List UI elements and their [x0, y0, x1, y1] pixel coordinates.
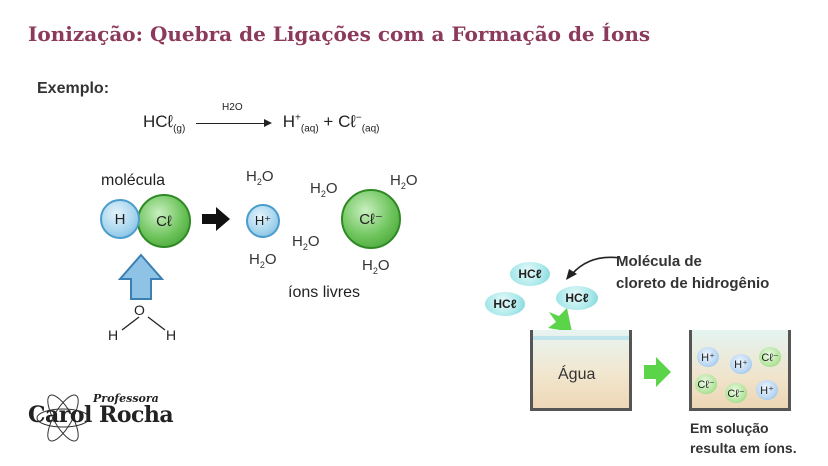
molecule-note: Molécula de cloreto de hidrogênio [616, 253, 770, 292]
water-molecule-bonds [121, 316, 166, 331]
result-caption: Em solução resulta em íons. [690, 420, 797, 456]
solution-ion: Cℓ⁻ [759, 347, 781, 367]
pointer-arrow-icon [566, 256, 621, 280]
hydrogen-atom: H [100, 199, 140, 239]
eq-product1: H [282, 112, 296, 131]
example-label: Exemplo: [37, 80, 110, 97]
eq-product2: Cℓ [338, 112, 356, 131]
solution-ion: H⁺ [730, 354, 752, 374]
logo-subtitle: Professora [93, 392, 159, 405]
solution-ion: H⁺ [756, 380, 778, 400]
water-label: H2O [246, 168, 274, 187]
solution-ion: H⁺ [697, 347, 719, 367]
green-down-arrow-icon [548, 308, 572, 332]
water-label: H2O [249, 251, 277, 270]
chlorine-atom: Cℓ [137, 194, 191, 248]
water-label: H2O [310, 180, 338, 199]
molecule-label: molécula [101, 172, 166, 189]
chloride-ion: Cℓ⁻ [341, 189, 401, 249]
water-hydrogen-right: H [166, 327, 177, 343]
green-right-arrow-icon [644, 357, 671, 387]
atom-logo-icon [36, 394, 90, 442]
beaker-water-label: Água [558, 366, 596, 383]
beaker-water [530, 330, 632, 411]
free-ions-label: íons livres [288, 284, 361, 301]
ionization-equation: HCℓ(g) H2O H+(aq) + Cℓ−(aq) [143, 101, 380, 135]
reaction-arrow: H2O [196, 102, 273, 130]
solution-ion: Cℓ⁻ [725, 383, 747, 403]
hcl-chip: HCℓ [510, 262, 550, 286]
eq-reactant: HCℓ [143, 112, 174, 131]
page-title: Ionização: Quebra de Ligações com a Form… [28, 22, 651, 46]
right-arrow-icon [202, 207, 230, 231]
water-label: H2O [362, 257, 390, 276]
water-label: H2O [292, 233, 320, 252]
hydrogen-ion: H⁺ [246, 204, 280, 238]
up-arrow-icon [118, 253, 164, 300]
water-hydrogen-left: H [108, 327, 119, 343]
solution-ion: Cℓ⁻ [695, 374, 717, 394]
hcl-chip: HCℓ [485, 292, 525, 316]
hcl-chip: HCℓ [556, 286, 598, 310]
logo-name: Carol Rocha [28, 402, 174, 428]
eq-reactant-state: (g) [173, 123, 186, 135]
water-label: H2O [390, 172, 418, 191]
eq-plus: + [323, 112, 334, 131]
eq-over-arrow: H2O [222, 101, 243, 113]
water-oxygen: O [134, 302, 145, 318]
